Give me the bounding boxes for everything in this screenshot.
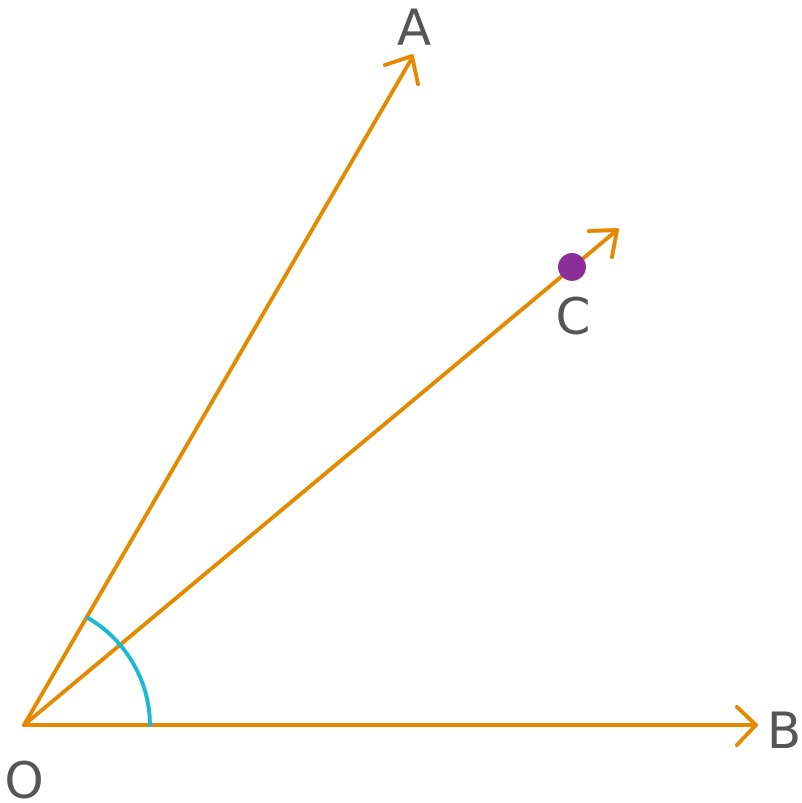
label-c: C (556, 288, 591, 346)
label-b: B (767, 702, 801, 760)
point-c (558, 253, 586, 281)
ray-oa-arrowhead (383, 54, 420, 86)
ray-oc (22, 229, 618, 727)
label-a: A (397, 0, 431, 57)
ray-oc-arrowhead (587, 228, 619, 259)
angle-arc-aob (86, 616, 152, 727)
ray-oa (22, 56, 414, 727)
ray-ob-arrowhead (735, 705, 758, 747)
rays (22, 54, 758, 747)
label-o: O (4, 752, 43, 803)
